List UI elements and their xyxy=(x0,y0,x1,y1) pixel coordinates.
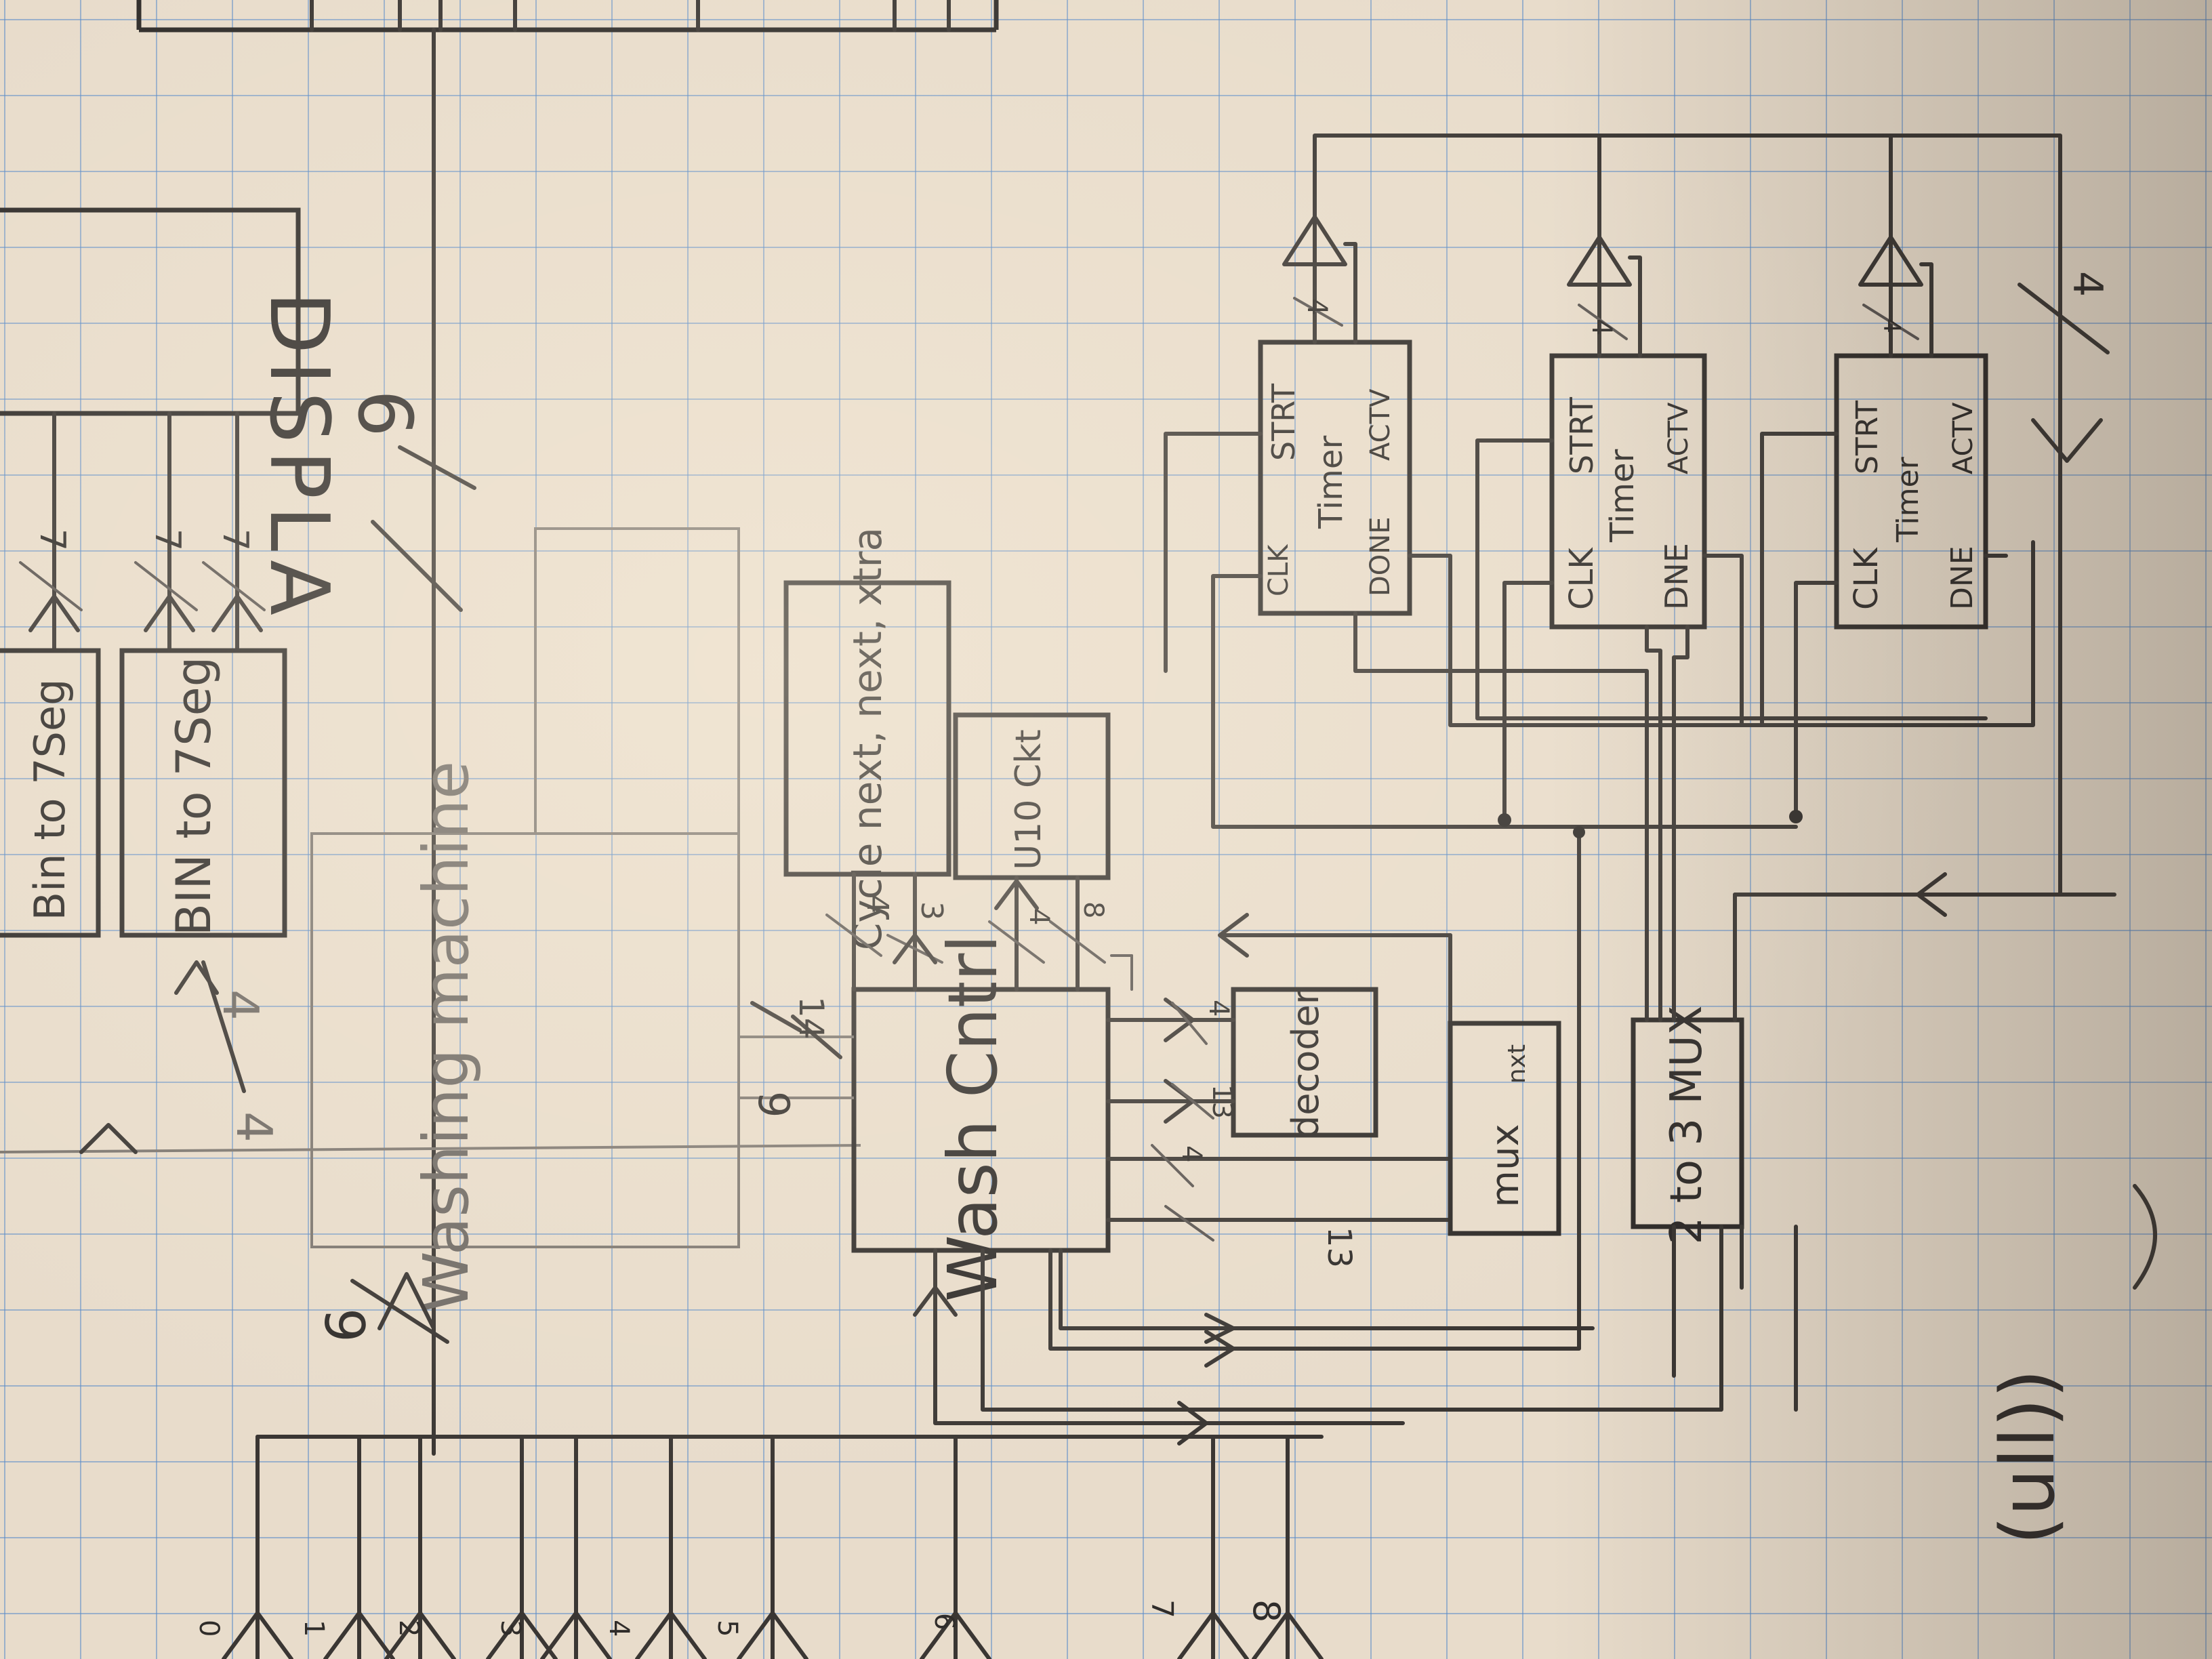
u10-ckt-block: U10 Ckt xyxy=(956,715,1108,878)
timer-1-start: STRT xyxy=(1265,383,1302,461)
cycle-bus-width-b: 3 xyxy=(914,901,949,920)
switch-label-7: 7 xyxy=(1145,1599,1179,1618)
two-to-three-mux-label: 2 to 3 MUX xyxy=(1662,1006,1712,1245)
margin-note: (ull)) xyxy=(1984,1369,2071,1545)
display-block: DISPLA xyxy=(0,210,346,622)
timer-out-width-1: 4 xyxy=(1301,298,1332,315)
wash-decoder-wires: 4 13 xyxy=(1108,1000,1237,1122)
trunk-slash xyxy=(373,522,461,610)
u10-bus-width-b: 8 xyxy=(1078,901,1109,918)
decoder-label: decoder xyxy=(1284,989,1327,1139)
timer-1-done: DONE xyxy=(1365,517,1396,596)
wash-input-wires: 9 14 xyxy=(739,996,854,1118)
timer-3-start: STRT xyxy=(1850,401,1885,474)
switch-labels: 0 1 2 3 4 5 6 7 8 xyxy=(193,1599,1322,1659)
switch-label-6: 6 xyxy=(928,1613,960,1630)
switch-bus-width: 9 xyxy=(312,1308,375,1343)
timer-2-start: STRT xyxy=(1563,396,1600,474)
nxt-mux-block: nxt mux xyxy=(1450,1023,1559,1233)
timer-1-clk: CLK xyxy=(1263,544,1294,596)
timer-1-name: Timer xyxy=(1312,436,1350,529)
wash-in-width: 9 xyxy=(749,1091,798,1118)
two-to-three-mux-block: 2 to 3 MUX xyxy=(1633,1006,1742,1245)
timer-3: CLK STRT Timer DNE ACTV xyxy=(1837,356,1986,627)
decoder-mux-wires: 4 13 xyxy=(1108,915,1450,1268)
switch-label-1: 1 xyxy=(298,1620,329,1637)
feedback-width: 4 xyxy=(2064,271,2111,297)
timer-3-name: Timer xyxy=(1891,456,1925,543)
u10-bus-width: 4 xyxy=(1023,908,1054,925)
switch-label-8: 8 xyxy=(1245,1599,1288,1622)
timer-2-dne: DNE xyxy=(1658,543,1695,610)
timer-3-dne: DNE xyxy=(1945,546,1980,610)
margin-scribble xyxy=(2135,1186,2155,1288)
display-label: DISPLA xyxy=(251,291,346,622)
nxt-mux-tag: nxt xyxy=(1503,1044,1531,1084)
cycle-label: Cycle next, next, xtra xyxy=(844,527,890,950)
wash-cntrl-label: Wash Cntrl xyxy=(933,935,1012,1302)
switch-label-3: 3 xyxy=(495,1620,526,1637)
wash-in-width-b: 14 xyxy=(792,996,831,1040)
decoder-in-width-a: 4 xyxy=(1203,1000,1234,1017)
timer-2-active: ACTV xyxy=(1663,402,1694,474)
washing-out-width: 4 xyxy=(226,1111,283,1143)
mux-in-width-a: 4 xyxy=(1176,1145,1207,1162)
display-in-width-b: 7 xyxy=(147,529,188,551)
mux-in-width-b: 13 xyxy=(1320,1227,1358,1268)
timer-3-clk: CLK xyxy=(1847,547,1885,610)
nxt-mux-label: mux xyxy=(1483,1124,1528,1207)
u10-ckt-label: U10 Ckt xyxy=(1008,729,1049,870)
washing-machine-label: Washing machine xyxy=(410,761,483,1313)
display-bus-width: 6 xyxy=(342,390,428,437)
timer-2-clk: CLK xyxy=(1563,547,1601,610)
decoder-block: decoder xyxy=(1233,989,1376,1139)
switch-label-0: 0 xyxy=(193,1620,224,1637)
cycle-block: Cycle next, next, xtra xyxy=(786,527,949,950)
display-input-wires: 7 7 7 xyxy=(20,413,264,651)
washing-in-width: 4 xyxy=(212,989,269,1021)
switch-label-5: 5 xyxy=(712,1620,743,1637)
display-in-width-c: 7 xyxy=(215,529,255,551)
timer-3-active: ACTV xyxy=(1948,402,1979,474)
timer-out-width-2: 4 xyxy=(1586,319,1617,335)
bin-to-7seg-label-a: Bin to 7Seg xyxy=(25,678,75,920)
timer-2-name: Timer xyxy=(1603,449,1641,543)
switch-label-2: 2 xyxy=(393,1620,424,1637)
switch-label-4: 4 xyxy=(603,1620,634,1637)
top-bus xyxy=(139,0,996,30)
bin-to-7seg-block-b: BIN to 7Seg xyxy=(122,651,285,936)
display-in-width-a: 7 xyxy=(32,529,73,551)
timer-1: CLK STRT Timer DONE ACTV xyxy=(1261,342,1410,613)
trunk-slash-2 xyxy=(400,447,474,488)
wash-cntrl-block: Wash Cntrl xyxy=(854,935,1108,1302)
timer-1-active: ACTV xyxy=(1365,388,1396,461)
cycle-bus-width: 4 xyxy=(860,895,895,914)
bin-to-7seg-label-b: BIN to 7Seg xyxy=(166,657,222,936)
washing-machine-block: Washing machine 4 4 xyxy=(0,529,861,1313)
timer-2: CLK STRT Timer DNE ACTV xyxy=(1552,356,1704,627)
timer-out-width-3: 4 xyxy=(1878,319,1905,333)
decoder-in-width-b: 13 xyxy=(1206,1084,1237,1119)
bin-to-7seg-block-a: Bin to 7Seg xyxy=(0,651,98,935)
